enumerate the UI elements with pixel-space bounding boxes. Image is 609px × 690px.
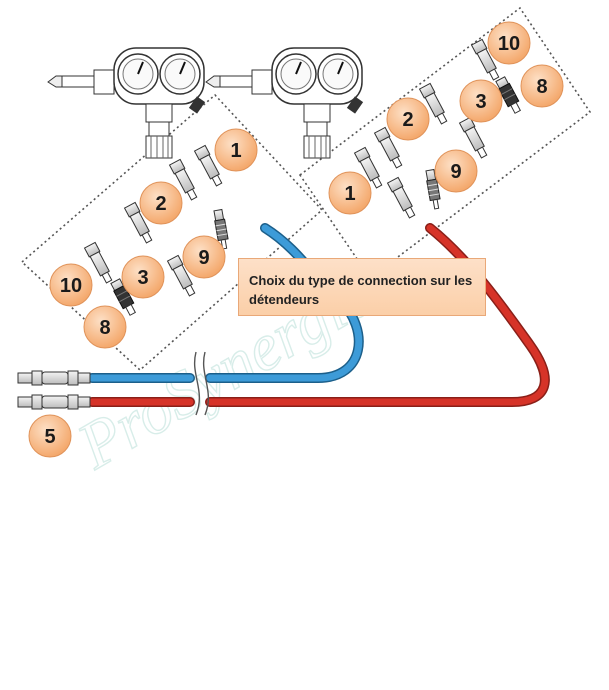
svg-text:1: 1 <box>344 183 355 205</box>
svg-text:3: 3 <box>137 267 148 289</box>
badge-right-10: 10 <box>487 21 531 65</box>
badge-left-9: 9 <box>182 235 226 279</box>
svg-text:10: 10 <box>60 275 82 297</box>
badge-left-3: 3 <box>121 255 165 299</box>
hose-break-mark <box>194 351 210 416</box>
badge-left-2: 2 <box>139 181 183 225</box>
badge-right-2: 2 <box>386 97 430 141</box>
right-connector-x <box>387 176 418 220</box>
badge-left-8: 8 <box>83 305 127 349</box>
badge-right-3: 3 <box>459 79 503 123</box>
red-hose-coupler <box>17 394 91 410</box>
svg-text:2: 2 <box>402 109 413 131</box>
svg-text:1: 1 <box>230 140 241 162</box>
svg-text:5: 5 <box>44 426 55 448</box>
badge-right-9: 9 <box>434 149 478 193</box>
svg-text:8: 8 <box>99 317 110 339</box>
connection-type-caption: Choix du type de connection sur les déte… <box>238 258 486 316</box>
badge-right-8: 8 <box>520 64 564 108</box>
svg-text:10: 10 <box>498 33 520 55</box>
left-regulator <box>47 47 207 159</box>
badge-right-1: 1 <box>328 171 372 215</box>
svg-text:9: 9 <box>450 161 461 183</box>
badge-left-10: 10 <box>49 263 93 307</box>
blue-hose-coupler <box>17 370 91 386</box>
svg-text:2: 2 <box>155 193 166 215</box>
badge-bottom-5: 5 <box>28 414 72 458</box>
badge-left-1: 1 <box>214 128 258 172</box>
svg-text:9: 9 <box>198 247 209 269</box>
svg-text:3: 3 <box>475 91 486 113</box>
svg-text:8: 8 <box>536 76 547 98</box>
right-connector-frame <box>298 6 592 280</box>
